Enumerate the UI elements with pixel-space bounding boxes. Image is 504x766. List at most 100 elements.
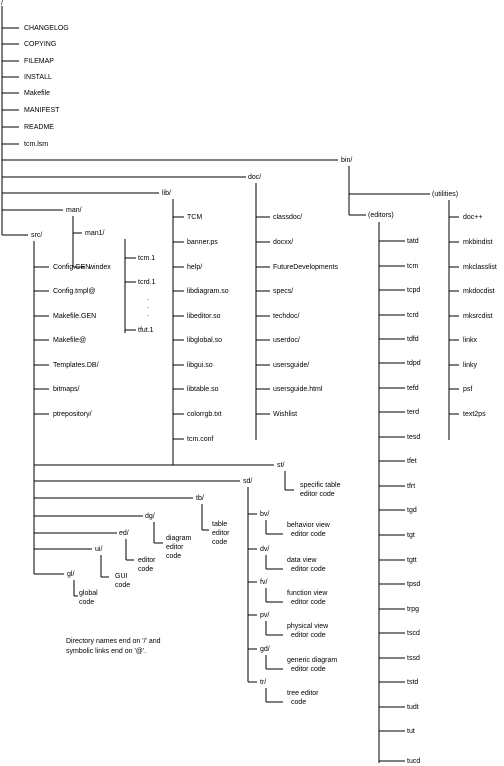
src-file-config-gen: Config.GEN xyxy=(53,264,90,271)
sd-subdir-fv: fv/ xyxy=(260,579,267,586)
root-dir-label: / xyxy=(1,0,3,7)
doc-item-specs: specs/ xyxy=(273,288,293,295)
ed-desc-line: editor xyxy=(138,557,156,564)
sd-subdir-tr: tr/ xyxy=(260,679,266,686)
doc-item-futuredevelopments: FutureDevelopments xyxy=(273,264,338,271)
sd-subdir-desc-line: code xyxy=(291,699,306,706)
root-file-readme: README xyxy=(24,124,54,131)
gl-desc-line: code xyxy=(79,599,94,606)
editor-tgt: tgt xyxy=(407,532,415,539)
gl-desc-line: global xyxy=(79,590,98,597)
doc-item-userdoc: userdoc/ xyxy=(273,337,300,344)
src-file-makefile: Makefile@ xyxy=(53,337,86,344)
utility-text2ps: text2ps xyxy=(463,411,486,418)
dg-desc-line: editor xyxy=(166,544,184,551)
ui-dir-label: ui/ xyxy=(95,546,102,553)
lib-item-libglobal-so: libglobal.so xyxy=(187,337,222,344)
utility-mkbindist: mkbindist xyxy=(463,239,493,246)
man-page-tfut-1: tfut.1 xyxy=(138,327,154,334)
man-page-ellipsis: . xyxy=(147,295,149,302)
tb-desc-line: code xyxy=(212,539,227,546)
src-file-ptrepository: ptrepository/ xyxy=(53,411,92,418)
man1-dir-label: man1/ xyxy=(85,230,105,237)
lib-item-libdiagram-so: libdiagram.so xyxy=(187,288,229,295)
doc-item-usersguide-html: usersguide.html xyxy=(273,386,323,393)
man-page-ellipsis: . xyxy=(147,303,149,310)
sd-subdir-pv: pv/ xyxy=(260,612,269,619)
lib-dir-label: lib/ xyxy=(162,190,171,197)
doc-item-usersguide: usersguide/ xyxy=(273,362,309,369)
src-file-config-tmpl: Config.tmpl@ xyxy=(53,288,96,295)
sd-subdir-desc-line: data view xyxy=(287,557,318,564)
doc-item-wishlist: Wishlist xyxy=(273,411,297,418)
utility-doc: doc++ xyxy=(463,214,482,221)
sd-dir-label: sd/ xyxy=(243,478,252,485)
windex-file-label: windex xyxy=(88,264,111,271)
utility-linky: linky xyxy=(463,362,478,369)
editor-tdpd: tdpd xyxy=(407,360,421,367)
legend-note-line: Directory names end on '/' and xyxy=(66,638,161,645)
root-file-manifest: MANIFEST xyxy=(24,107,60,114)
editor-tcrd: tcrd xyxy=(407,312,419,319)
sd-subdir-desc-line: editor code xyxy=(291,666,326,673)
man-page-tcm-1: tcm.1 xyxy=(138,255,155,262)
man-dir-label: man/ xyxy=(66,207,82,214)
dg-desc-line: code xyxy=(166,553,181,560)
editor-tdfd: tdfd xyxy=(407,336,419,343)
utility-mkclasslist: mkclasslist xyxy=(463,264,497,271)
editor-tpsd: tpsd xyxy=(407,581,420,588)
sd-subdir-desc-line: editor code xyxy=(291,566,326,573)
sd-subdir-desc-line: physical view xyxy=(287,623,329,630)
sd-subdir-desc-line: editor code xyxy=(291,531,326,538)
editors-group-label: (editors) xyxy=(368,212,394,219)
editor-tgtt: tgtt xyxy=(407,557,417,564)
lib-item-libeditor-so: libeditor.so xyxy=(187,313,221,320)
editor-tucd: tucd xyxy=(407,758,420,765)
editor-tut: tut xyxy=(407,728,415,735)
utility-mkdocdist: mkdocdist xyxy=(463,288,495,295)
sd-subdir-desc-line: function view xyxy=(287,590,328,597)
editor-tatd: tatd xyxy=(407,238,419,245)
st-dir-label: st/ xyxy=(277,462,284,469)
sd-subdir-dv: dv/ xyxy=(260,546,269,553)
lib-item-libgui-so: libgui.so xyxy=(187,362,213,369)
editor-tgd: tgd xyxy=(407,507,417,514)
legend-note-line: symbolic links end on '@'. xyxy=(66,648,146,655)
root-file-copying: COPYING xyxy=(24,41,56,48)
dg-desc-line: diagram xyxy=(166,535,191,542)
ui-desc-line: code xyxy=(115,582,130,589)
utility-psf: psf xyxy=(463,386,472,393)
editor-terd: terd xyxy=(407,409,419,416)
lib-item-banner-ps: banner.ps xyxy=(187,239,218,246)
utilities-group-label: (utilities) xyxy=(432,191,458,198)
ed-desc-line: code xyxy=(138,566,153,573)
root-file-filemap: FILEMAP xyxy=(24,58,54,65)
lib-item-colorrgb-txt: colorrgb.txt xyxy=(187,411,222,418)
editor-tfrt: tfrt xyxy=(407,483,415,490)
ui-desc-line: GUI xyxy=(115,573,128,580)
doc-item-docxx: docxx/ xyxy=(273,239,293,246)
doc-item-classdoc: classdoc/ xyxy=(273,214,302,221)
doc-item-techdoc: techdoc/ xyxy=(273,313,300,320)
man-page-tcrd-1: tcrd.1 xyxy=(138,279,156,286)
utility-mksrcdist: mksrcdist xyxy=(463,313,493,320)
editor-tefd: tefd xyxy=(407,385,419,392)
sd-subdir-desc-line: editor code xyxy=(291,632,326,639)
editor-tscd: tscd xyxy=(407,630,420,637)
bin-dir-label: bin/ xyxy=(341,157,352,164)
lib-item-tcm: TCM xyxy=(187,214,202,221)
tb-desc-line: editor xyxy=(212,530,230,537)
gl-dir-label: gl/ xyxy=(67,571,74,578)
src-file-templates-db: Templates.DB/ xyxy=(53,362,99,369)
sd-subdir-desc-line: generic diagram xyxy=(287,657,337,664)
src-file-makefile-gen: Makefile.GEN xyxy=(53,313,96,320)
sd-subdir-bv: bv/ xyxy=(260,511,269,518)
lib-item-help: help/ xyxy=(187,264,202,271)
root-file-changelog: CHANGELOG xyxy=(24,25,69,32)
sd-subdir-desc-line: tree editor xyxy=(287,690,319,697)
editor-tcm: tcm xyxy=(407,263,418,270)
tb-desc-line: table xyxy=(212,521,227,528)
tb-dir-label: tb/ xyxy=(196,495,204,502)
